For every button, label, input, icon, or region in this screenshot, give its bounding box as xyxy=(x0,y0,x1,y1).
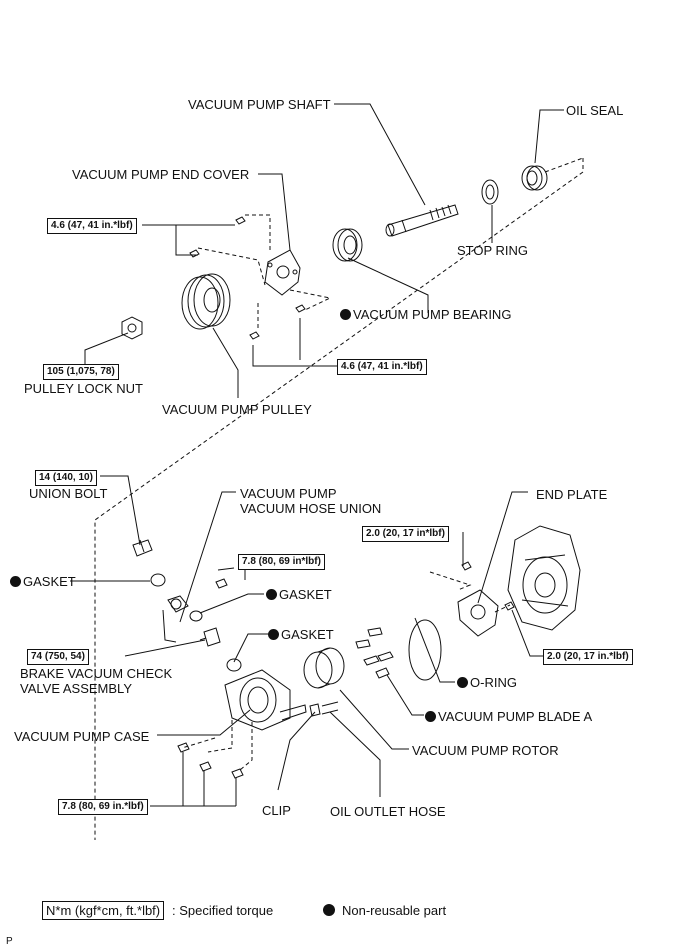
end-plate-bolt-top-drawing xyxy=(461,561,472,571)
label-vacuum-pump-end-cover: VACUUM PUMP END COVER xyxy=(72,167,250,182)
label-vacuum-pump-pulley: VACUUM PUMP PULLEY xyxy=(162,402,312,417)
legend-torque-unit-box: N*m (kgf*cm, ft.*lbf) xyxy=(42,901,165,920)
rotor-drawing xyxy=(303,647,345,689)
torque-cover-bottom: 4.6 (47, 41 in.*lbf) xyxy=(337,359,427,375)
legend-nonreusable-dot xyxy=(323,904,335,916)
nonreusable-dot-icon xyxy=(266,589,277,600)
label-pulley-lock-nut: PULLEY LOCK NUT xyxy=(24,381,143,396)
torque-case-bolts: 7.8 (80, 69 in.*lbf) xyxy=(58,799,148,815)
label-gasket-low: GASKET xyxy=(268,627,334,642)
torque-cover-top: 4.6 (47, 41 in.*lbf) xyxy=(47,218,137,234)
stop-ring-drawing xyxy=(481,179,499,205)
legend-nonreusable: Non-reusable part xyxy=(342,903,447,918)
label-o-ring: O-RING xyxy=(457,675,517,690)
label-clip: CLIP xyxy=(262,803,291,818)
bearing-drawing xyxy=(332,228,363,262)
nonreusable-dot-icon xyxy=(268,629,279,640)
label-end-plate: END PLATE xyxy=(536,487,608,502)
torque-pulley-nut: 105 (1,075, 78) xyxy=(43,364,119,380)
label-gasket-left-text: GASKET xyxy=(23,574,76,589)
cover-bolts-drawing xyxy=(189,216,306,340)
gasket-low-drawing xyxy=(226,658,242,672)
label-stop-ring: STOP RING xyxy=(457,243,529,258)
o-ring-drawing xyxy=(408,619,442,681)
label-gasket-low-text: GASKET xyxy=(281,627,334,642)
label-gasket-mid-text: GASKET xyxy=(279,587,332,602)
label-oil-seal: OIL SEAL xyxy=(566,103,624,118)
end-plate-bolt-right-drawing xyxy=(504,601,515,611)
nonreusable-dot-icon xyxy=(457,677,468,688)
case-bolts-drawing xyxy=(177,742,244,779)
nonreusable-dot-icon xyxy=(340,309,351,320)
end-plate-drawing xyxy=(457,589,499,637)
blades-drawing xyxy=(355,627,394,679)
label-vacuum-pump-bearing: VACUUM PUMP BEARING xyxy=(340,307,511,322)
torque-hose-union-bolt: 7.8 (80, 69 in*lbf) xyxy=(238,554,325,570)
clip-hose-drawing xyxy=(309,701,339,717)
torque-union-bolt: 14 (140, 10) xyxy=(35,470,97,486)
label-o-ring-text: O-RING xyxy=(470,675,517,690)
label-vacuum-pump-case: VACUUM PUMP CASE xyxy=(14,729,150,744)
label-oil-outlet-hose: OIL OUTLET HOSE xyxy=(330,804,446,819)
torque-end-plate-top: 2.0 (20, 17 in*lbf) xyxy=(362,526,449,542)
hose-union-bolt-drawing xyxy=(215,578,228,589)
hose-union-drawing xyxy=(162,595,189,643)
label-brake-vacuum-check-valve: BRAKE VACUUM CHECK VALVE ASSEMBLY xyxy=(20,666,173,696)
label-vacuum-pump-bearing-text: VACUUM PUMP BEARING xyxy=(353,307,512,322)
lock-nut-drawing xyxy=(121,316,143,340)
nonreusable-dot-icon xyxy=(10,576,21,587)
corner-mark: P xyxy=(6,936,13,947)
gasket-left-drawing xyxy=(150,573,166,587)
pump-case-drawing xyxy=(224,669,307,731)
check-valve-drawing xyxy=(199,627,221,647)
end-cover-drawing xyxy=(264,249,301,296)
label-gasket-mid: GASKET xyxy=(266,587,332,602)
label-gasket-left: GASKET xyxy=(10,574,76,589)
gasket-mid-drawing xyxy=(189,610,203,622)
shaft-drawing xyxy=(385,204,459,237)
leader-lines xyxy=(70,103,564,807)
label-vacuum-pump-shaft: VACUUM PUMP SHAFT xyxy=(188,97,331,112)
pulley-drawing xyxy=(181,273,231,330)
label-vacuum-pump-rotor: VACUUM PUMP ROTOR xyxy=(412,743,559,758)
assembly-dashed-lines xyxy=(94,157,584,840)
legend-torque-desc: : Specified torque xyxy=(172,903,274,918)
label-union-bolt: UNION BOLT xyxy=(29,486,108,501)
nonreusable-dot-icon xyxy=(425,711,436,722)
torque-check-valve: 74 (750, 54) xyxy=(27,649,89,665)
oil-seal-drawing xyxy=(521,165,548,191)
label-vacuum-pump-blade-a: VACUUM PUMP BLADE A xyxy=(425,709,592,724)
torque-end-plate-right: 2.0 (20, 17 in.*lbf) xyxy=(543,649,633,665)
label-vacuum-hose-union: VACUUM PUMP VACUUM HOSE UNION xyxy=(240,486,382,516)
union-bolt-drawing xyxy=(132,539,153,557)
label-vacuum-pump-blade-a-text: VACUUM PUMP BLADE A xyxy=(438,709,593,724)
alternator-drawing xyxy=(507,525,581,631)
